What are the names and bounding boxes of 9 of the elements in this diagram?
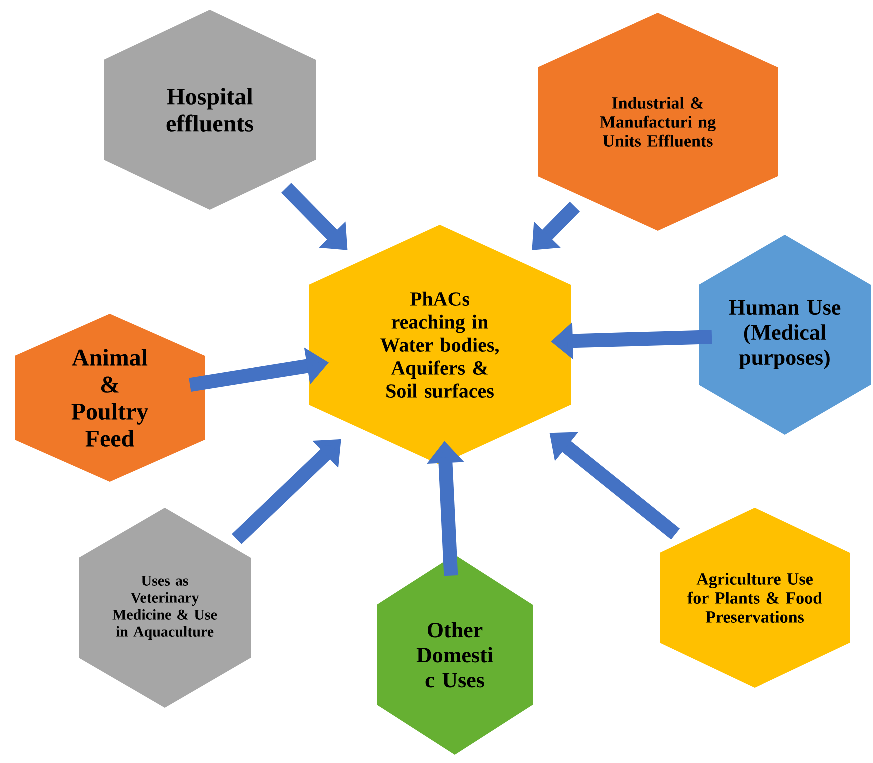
hexagon: Other Domesti c Uses bbox=[377, 554, 533, 755]
block-arrow bbox=[532, 202, 580, 250]
hexagon: Human Use (Medical purposes) bbox=[699, 235, 871, 435]
hexagon: Uses as Veterinary Medicine & Use in Aquaculture bbox=[79, 508, 251, 708]
hexagon: Animal & Poultry Feed bbox=[15, 314, 205, 482]
hexagon: Hospital effluents bbox=[104, 10, 316, 210]
hexagon: Industrial & Manufacturi ng Units Effluents bbox=[538, 13, 778, 231]
hexagon: Agriculture Use for Plants & Food Preservations bbox=[660, 508, 850, 688]
hexagon: PhACs reaching in Water bodies, Aquifers & Soil surfaces bbox=[309, 225, 571, 465]
